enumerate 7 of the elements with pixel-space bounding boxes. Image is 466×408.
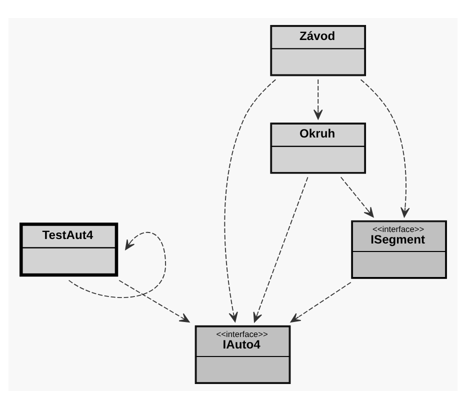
- arrow: [290, 281, 352, 322]
- arrow: [118, 279, 190, 322]
- arrow: [360, 78, 410, 217]
- arrow: [253, 176, 308, 322]
- arrow: [340, 176, 374, 218]
- arrow: [224, 78, 276, 322]
- arrow: [313, 78, 323, 120]
